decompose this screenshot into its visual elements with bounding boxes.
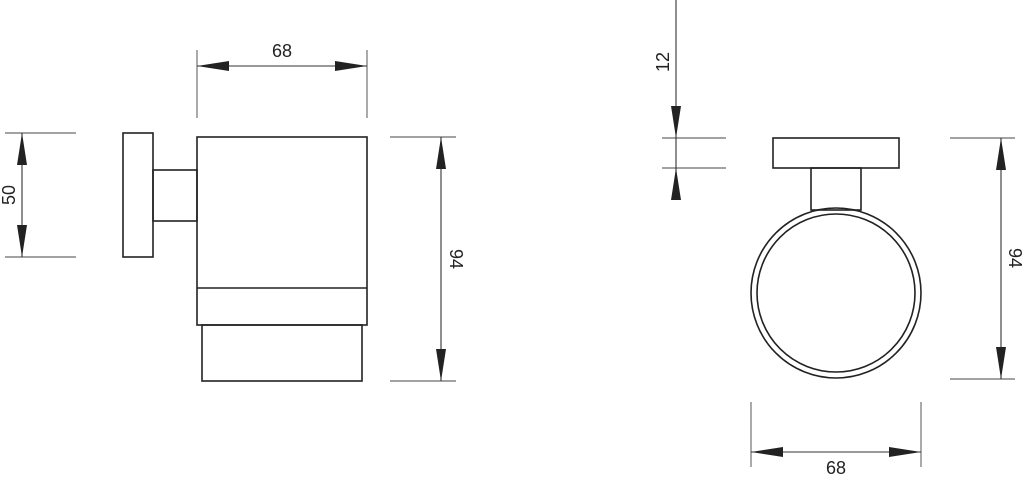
arrowhead	[996, 347, 1006, 379]
front-base-thickness-dimension: 12	[653, 0, 726, 200]
side-base-height-label: 50	[0, 185, 19, 205]
side-wall-plate	[122, 132, 154, 258]
side-height-dimension: 94	[390, 136, 466, 382]
front-height-label: 94	[1005, 248, 1024, 268]
front-width-label: 68	[826, 458, 846, 477]
arrowhead	[671, 106, 681, 138]
arrowhead	[671, 168, 681, 200]
front-base-thickness-label: 12	[653, 52, 673, 72]
side-width-label: 68	[272, 41, 292, 61]
arrowhead	[889, 447, 921, 457]
front-arm	[810, 167, 862, 211]
side-arm	[152, 169, 198, 222]
front-ring-inner	[756, 213, 916, 373]
side-glass	[201, 324, 363, 382]
front-height-dimension: 94	[950, 137, 1024, 380]
side-holder-body	[196, 136, 368, 326]
side-view: 68 50 94	[0, 41, 466, 382]
front-ring-outer	[750, 207, 922, 379]
side-height-label: 94	[446, 249, 466, 269]
front-width-dimension: 68	[750, 402, 922, 477]
arrowhead	[996, 138, 1006, 170]
arrowhead	[197, 61, 229, 71]
front-view: 12 94 68	[653, 0, 1024, 477]
arrowhead	[436, 137, 446, 169]
arrowhead	[17, 133, 27, 165]
front-wall-plate	[772, 137, 900, 169]
arrowhead	[335, 61, 367, 71]
arrowhead	[436, 349, 446, 381]
side-width-dimension: 68	[196, 41, 368, 118]
side-base-height-dimension: 50	[0, 132, 76, 258]
arrowhead	[17, 225, 27, 257]
arrowhead	[751, 447, 783, 457]
